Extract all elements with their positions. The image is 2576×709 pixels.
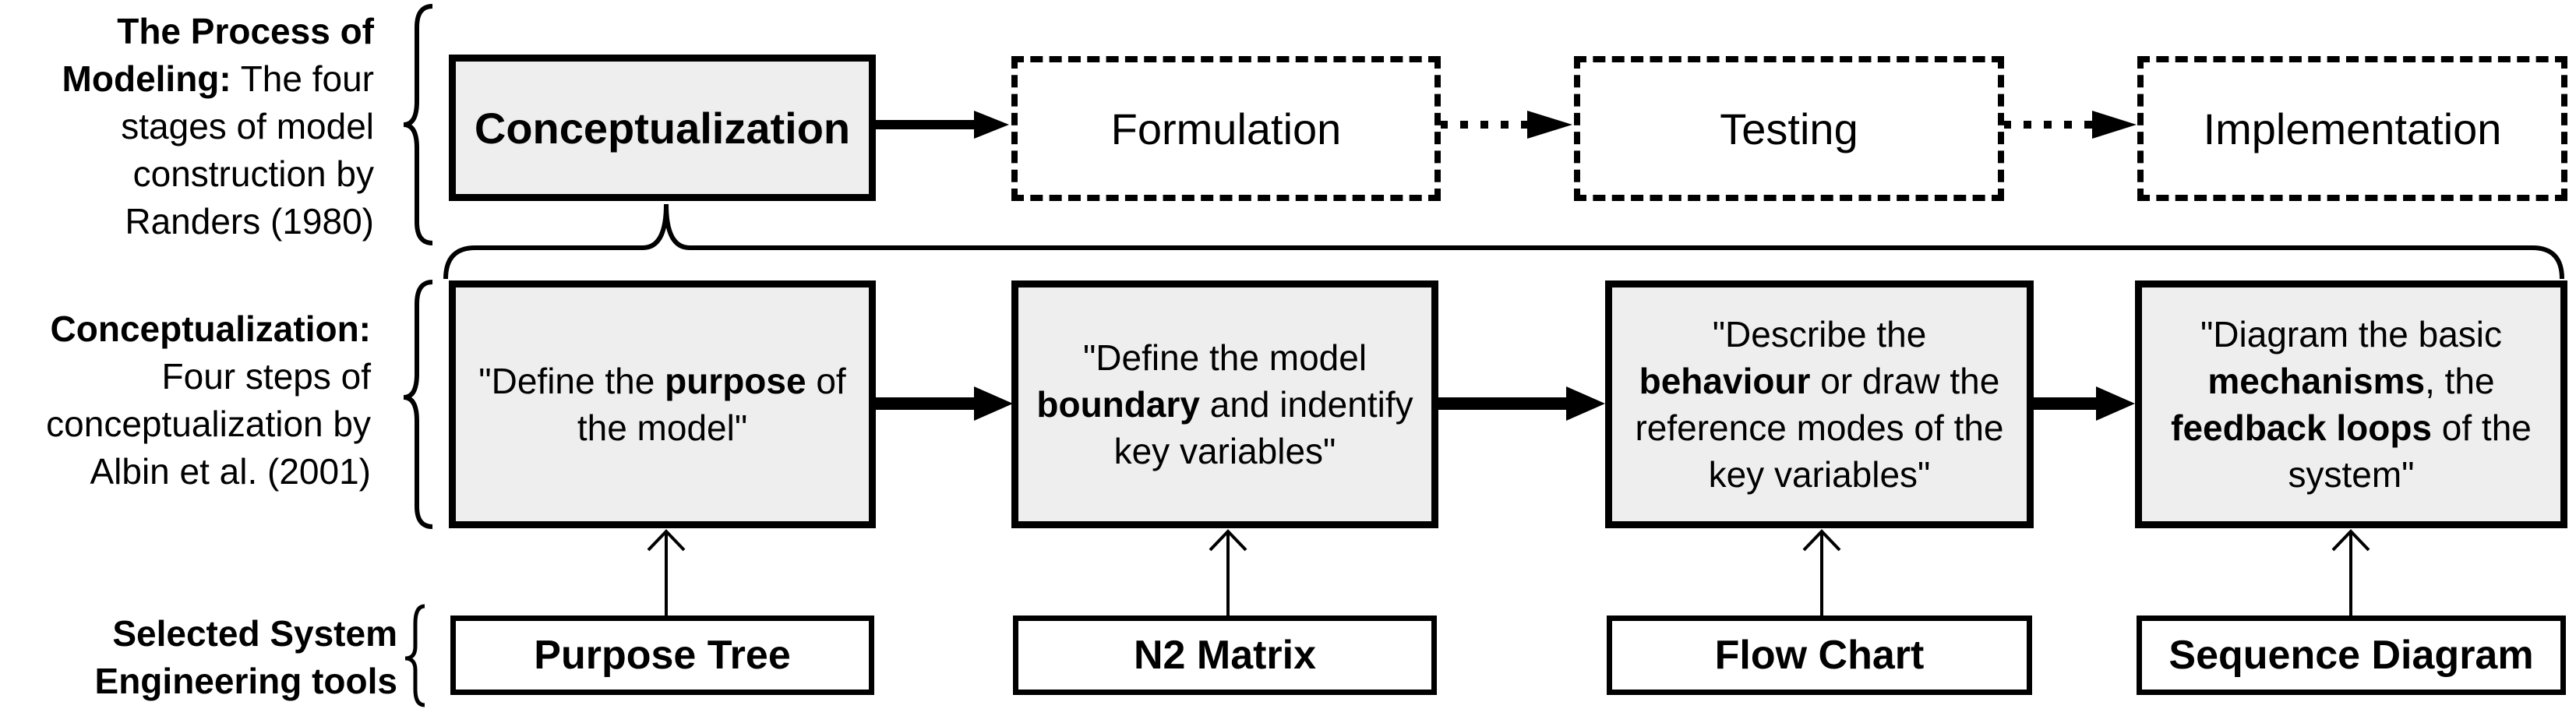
conceptualization-label: Conceptualization: Four steps of concept… (0, 305, 371, 496)
brace-process (403, 4, 433, 245)
tool-n2-matrix: N2 Matrix (1013, 616, 1437, 695)
arrowhead-step-2 (1566, 386, 1605, 421)
tool-label: N2 Matrix (1133, 633, 1317, 678)
process-label: The Process of Modeling: The four stages… (0, 8, 374, 245)
arrowhead-stage-3 (2092, 111, 2137, 139)
arrowhead-step-3 (2096, 386, 2135, 421)
step-bold: feedback loops (2171, 407, 2432, 448)
step-text: or draw the reference modes of the key v… (1635, 361, 2004, 495)
brace-stages (443, 203, 2564, 280)
arrowhead-step-1 (974, 386, 1013, 421)
step-purpose: "Define the purpose of the model" (449, 280, 876, 528)
tool-label: Flow Chart (1714, 633, 1925, 678)
step-mechanisms: "Diagram the basic mechanisms, the feedb… (2135, 280, 2567, 528)
process-label-bold: The Process of Modeling: (62, 11, 374, 99)
tool-arrows (647, 529, 2370, 616)
step-bold: boundary (1036, 384, 1200, 425)
stage-label: Conceptualization (474, 103, 851, 153)
step-bold: mechanisms (2207, 361, 2426, 401)
step-text: of the system" (2288, 407, 2532, 495)
step-text: "Define the model (1082, 337, 1367, 378)
conceptualization-label-text: Four steps of conceptualization by Albin… (46, 356, 371, 492)
arrowhead-stage-1 (974, 111, 1009, 139)
step-boundary: "Define the model boundary and indentify… (1011, 280, 1438, 528)
arrowhead-stage-2 (1527, 111, 1572, 139)
step-bold: behaviour (1639, 361, 1811, 401)
step-text: , the (2425, 361, 2495, 401)
stage-label: Testing (1720, 104, 1858, 153)
step-text: "Describe the (1712, 314, 1927, 354)
step-text: of the model" (577, 361, 846, 448)
tools-label-bold: Selected System Engineering tools (94, 613, 397, 701)
tool-label: Purpose Tree (534, 633, 791, 678)
stage-label: Implementation (2203, 104, 2502, 153)
tool-sequence-diagram: Sequence Diagram (2137, 616, 2566, 695)
conceptualization-label-bold: Conceptualization: (50, 309, 371, 349)
stage-conceptualization: Conceptualization (449, 55, 876, 201)
tools-label: Selected System Engineering tools (47, 610, 397, 705)
step-text: "Define the (478, 361, 665, 401)
stage-label: Formulation (1110, 104, 1342, 153)
step-behaviour: "Describe the behaviour or draw the refe… (1605, 280, 2034, 528)
stage-testing: Testing (1574, 56, 2004, 201)
tool-flow-chart: Flow Chart (1607, 616, 2032, 695)
step-text: "Diagram the basic (2200, 314, 2503, 354)
tool-purpose-tree: Purpose Tree (450, 616, 874, 695)
brace-tools (404, 604, 425, 707)
process-label-text: The four stages of model construction by… (121, 58, 374, 242)
brace-conceptualization (403, 280, 433, 529)
step-bold: purpose (665, 361, 806, 401)
step-text: and indentify key variables" (1113, 384, 1413, 471)
tool-label: Sequence Diagram (2168, 633, 2534, 678)
stage-formulation: Formulation (1011, 56, 1441, 201)
stage-implementation: Implementation (2137, 56, 2567, 201)
